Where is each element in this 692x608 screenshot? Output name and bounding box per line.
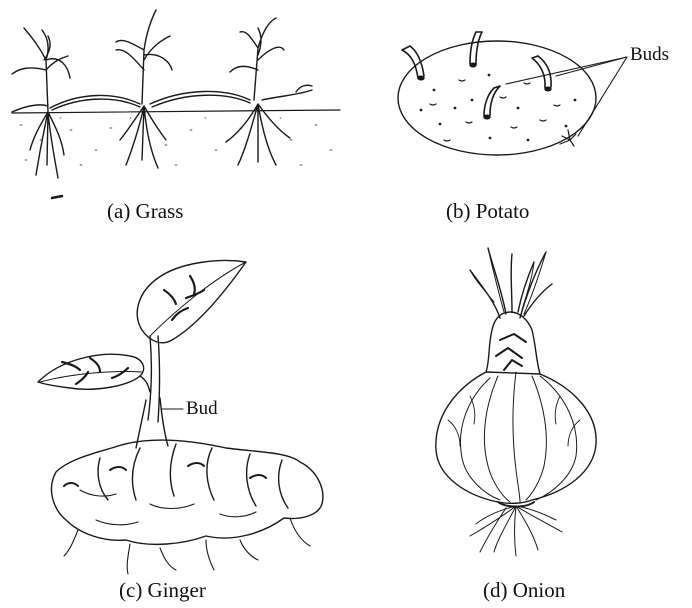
onion-bulb: [436, 372, 596, 503]
caption-onion: (d) Onion: [483, 578, 565, 602]
ginger-bud-label: Bud: [186, 398, 218, 420]
potato-buds-label: Buds: [630, 44, 669, 66]
potato-eyes: [420, 74, 576, 141]
caption-grass: (a) Grass: [107, 199, 183, 223]
grass-illustration: [12, 10, 340, 198]
onion-illustration: [436, 248, 596, 556]
ginger-rhizome: [51, 440, 322, 544]
ginger-illustration: [38, 261, 323, 574]
buds-leader-lines: [506, 57, 627, 136]
caption-ginger: (c) Ginger: [119, 578, 206, 602]
caption-potato: (b) Potato: [446, 199, 529, 223]
ginger-leaf-upper: [137, 261, 246, 343]
potato-illustration: [398, 32, 627, 155]
